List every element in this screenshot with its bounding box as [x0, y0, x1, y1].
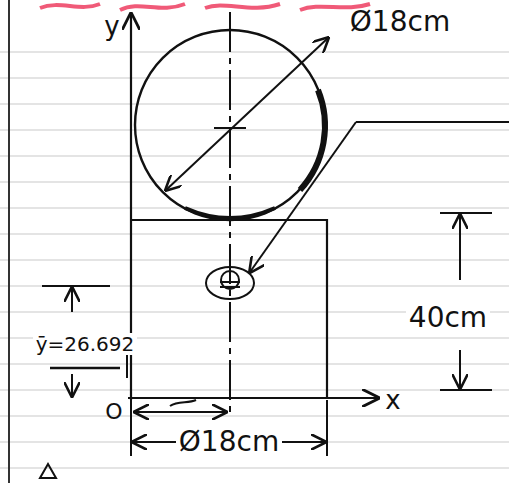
x-axis: [128, 397, 378, 399]
center-line: [229, 12, 231, 418]
half-width-line: [135, 411, 226, 413]
underline: [50, 367, 120, 370]
centroid-dimension: ȳ=26.692: [33, 333, 138, 355]
diameter-line: [166, 38, 328, 190]
dimension-label: 40cm: [406, 303, 490, 333]
circle-contact: [185, 208, 275, 218]
extension-line: [440, 212, 492, 214]
dimension-line: [459, 350, 461, 388]
extension-line: [130, 400, 132, 456]
extension-line: [440, 389, 492, 391]
dimension-line: [459, 215, 461, 280]
circle-thick-edge: [300, 90, 325, 190]
dimension-label: Ø18cm: [176, 427, 282, 457]
extension-line: [326, 400, 328, 456]
centroid-symbol: [206, 267, 254, 299]
rectangle-outline: [131, 220, 327, 398]
axis-label: y: [104, 13, 119, 39]
heading-scribble: [40, 4, 370, 10]
dimension-label: Ø18cm: [350, 8, 450, 36]
dimension-line: [71, 288, 73, 312]
leader-line: [356, 121, 509, 123]
leader-line: [250, 122, 356, 272]
paper-lines: [0, 52, 509, 468]
dimension-line: [71, 374, 73, 396]
axis-label: x: [385, 387, 400, 413]
extension-line: [42, 285, 110, 287]
origin-label: O: [105, 401, 122, 423]
margin-line: [8, 0, 10, 483]
circle-outline: [135, 30, 325, 220]
